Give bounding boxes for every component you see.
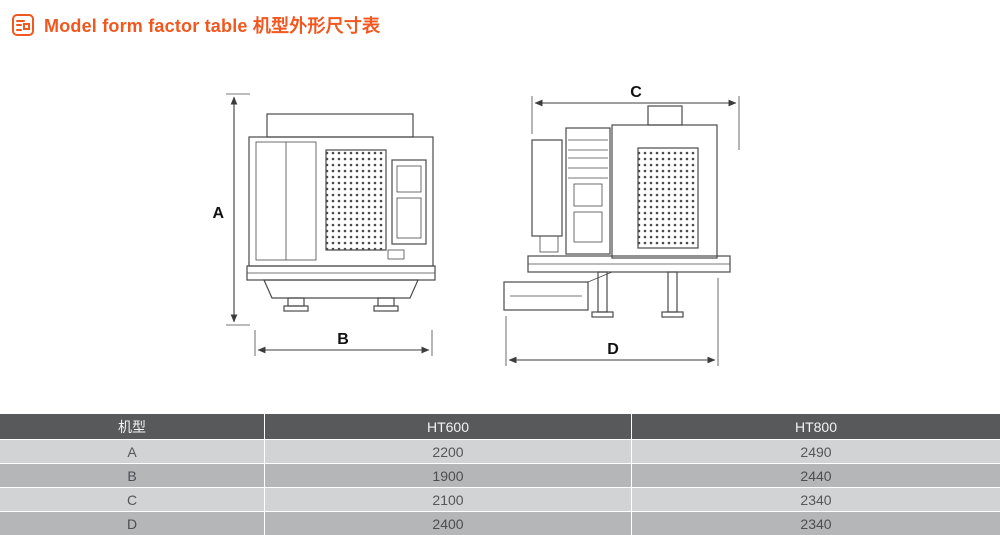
table-row: B 1900 2440 [0, 464, 1000, 487]
table-cell: 2100 [265, 488, 631, 511]
page-title: Model form factor table 机型外形尺寸表 [44, 16, 381, 36]
col-header-ht800: HT800 [632, 414, 1000, 439]
table-cell: 2340 [632, 488, 1000, 511]
table-header-row: 机型 HT600 HT800 [0, 414, 1000, 439]
table-cell: A [0, 440, 264, 463]
table-row: C 2100 2340 [0, 488, 1000, 511]
dimension-b: B [254, 330, 433, 356]
side-view-drawing: C [503, 84, 740, 366]
col-header-model: 机型 [0, 414, 264, 439]
table-cell: 2440 [632, 464, 1000, 487]
dim-label-d: D [607, 341, 619, 358]
dim-label-a: A [212, 205, 224, 222]
table-cell: 2400 [265, 512, 631, 535]
front-view-drawing: A B [212, 93, 436, 356]
table-cell: 1900 [265, 464, 631, 487]
table-cell: 2340 [632, 512, 1000, 535]
table-cell: D [0, 512, 264, 535]
form-table-icon [10, 12, 36, 38]
table-row: D 2400 2340 [0, 512, 1000, 535]
table-cell: B [0, 464, 264, 487]
dim-label-c: C [630, 84, 642, 101]
table-row: A 2200 2490 [0, 440, 1000, 463]
spec-table: 机型 HT600 HT800 A 2200 2490 B 1900 2440 C… [0, 414, 1000, 535]
table-cell: C [0, 488, 264, 511]
dimension-c: C [531, 84, 740, 150]
page-header: Model form factor table 机型外形尺寸表 [10, 10, 380, 40]
col-header-ht600: HT600 [265, 414, 631, 439]
dimension-a: A [212, 93, 250, 326]
machine-dimension-drawing: A B C [212, 84, 740, 366]
table-cell: 2490 [632, 440, 1000, 463]
table-cell: 2200 [265, 440, 631, 463]
dimension-d: D [505, 278, 719, 366]
dim-label-b: B [337, 331, 349, 348]
